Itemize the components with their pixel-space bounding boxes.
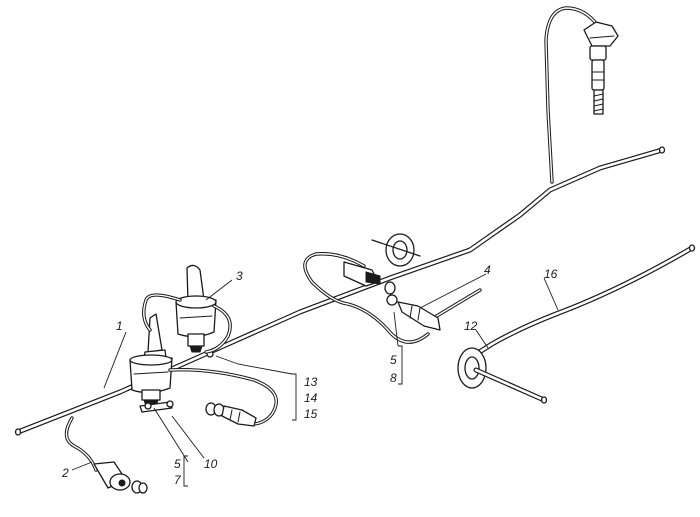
sensor-unit-3	[175, 264, 217, 358]
callout-5-lower: 5	[174, 457, 181, 471]
callout-8: 8	[390, 371, 397, 385]
sensor-unit-left	[129, 313, 174, 413]
top-nozzle	[583, 21, 619, 115]
callout-13: 13	[304, 375, 318, 389]
upper-branch-tube	[544, 6, 600, 184]
middle-loop-tube	[303, 233, 482, 344]
callout-5-upper: 5	[390, 353, 397, 367]
callout-14: 14	[304, 391, 318, 405]
lower-connector	[205, 402, 257, 427]
callout-10: 10	[204, 457, 218, 471]
callout-1: 1	[116, 319, 123, 333]
sensor-unit-2	[64, 416, 148, 494]
callout-2: 2	[61, 466, 69, 480]
callout-12: 12	[464, 319, 478, 333]
callout-15: 15	[304, 407, 318, 421]
callout-7: 7	[174, 473, 182, 487]
callout-16: 16	[544, 267, 558, 281]
callout-3: 3	[236, 269, 243, 283]
leader-lines	[71, 273, 559, 487]
main-tube	[14, 146, 666, 436]
sensor-wiring	[142, 293, 278, 426]
callout-labels: 1 2 3 4 5 8 12 16 13 14 15 5 7 10	[61, 263, 558, 487]
right-branch-tube	[457, 244, 696, 404]
callout-4: 4	[484, 263, 491, 277]
